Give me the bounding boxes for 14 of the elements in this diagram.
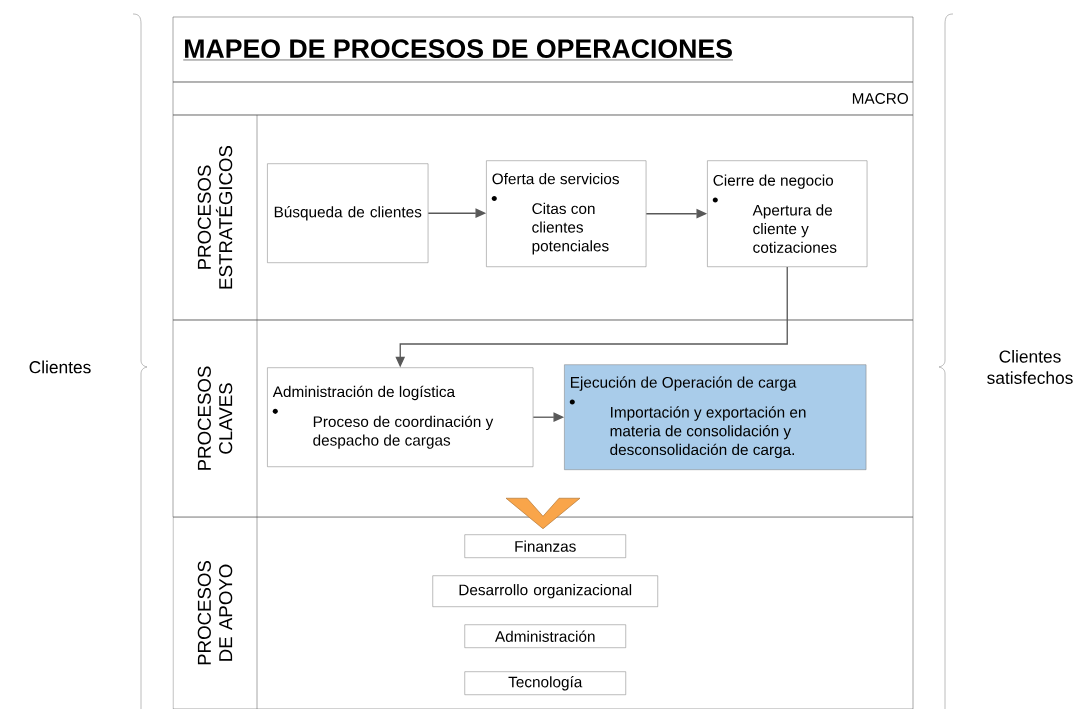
support-box: Tecnología bbox=[464, 671, 626, 695]
process-box: Oferta de servicios Citas con clientes potenciales bbox=[486, 160, 647, 267]
support-box: Finanzas bbox=[464, 534, 626, 558]
side-label: Clientes satisfechos bbox=[987, 349, 1073, 384]
process-box: Administración de logística Proceso de coordinación y despacho de cargas bbox=[267, 367, 534, 467]
support-box: Desarrollo organizacional bbox=[432, 575, 658, 607]
side-label: Clientes bbox=[29, 360, 91, 374]
support-box: Administración bbox=[464, 624, 626, 648]
diagram-title: MAPEO DE PROCESOS DE OPERACIONES bbox=[185, 39, 732, 59]
chevron-arrow bbox=[505, 497, 581, 530]
macro-band: MACRO bbox=[172, 81, 914, 116]
process-box: Cierre de negocio Apertura de cliente y cotizaciones bbox=[707, 160, 868, 267]
process-box: Ejecución de Operación de carga Importación y exportación en materia de consolidación y desconsolidación de carga. bbox=[564, 364, 867, 470]
process-box: Búsqueda de clientes bbox=[267, 163, 429, 263]
